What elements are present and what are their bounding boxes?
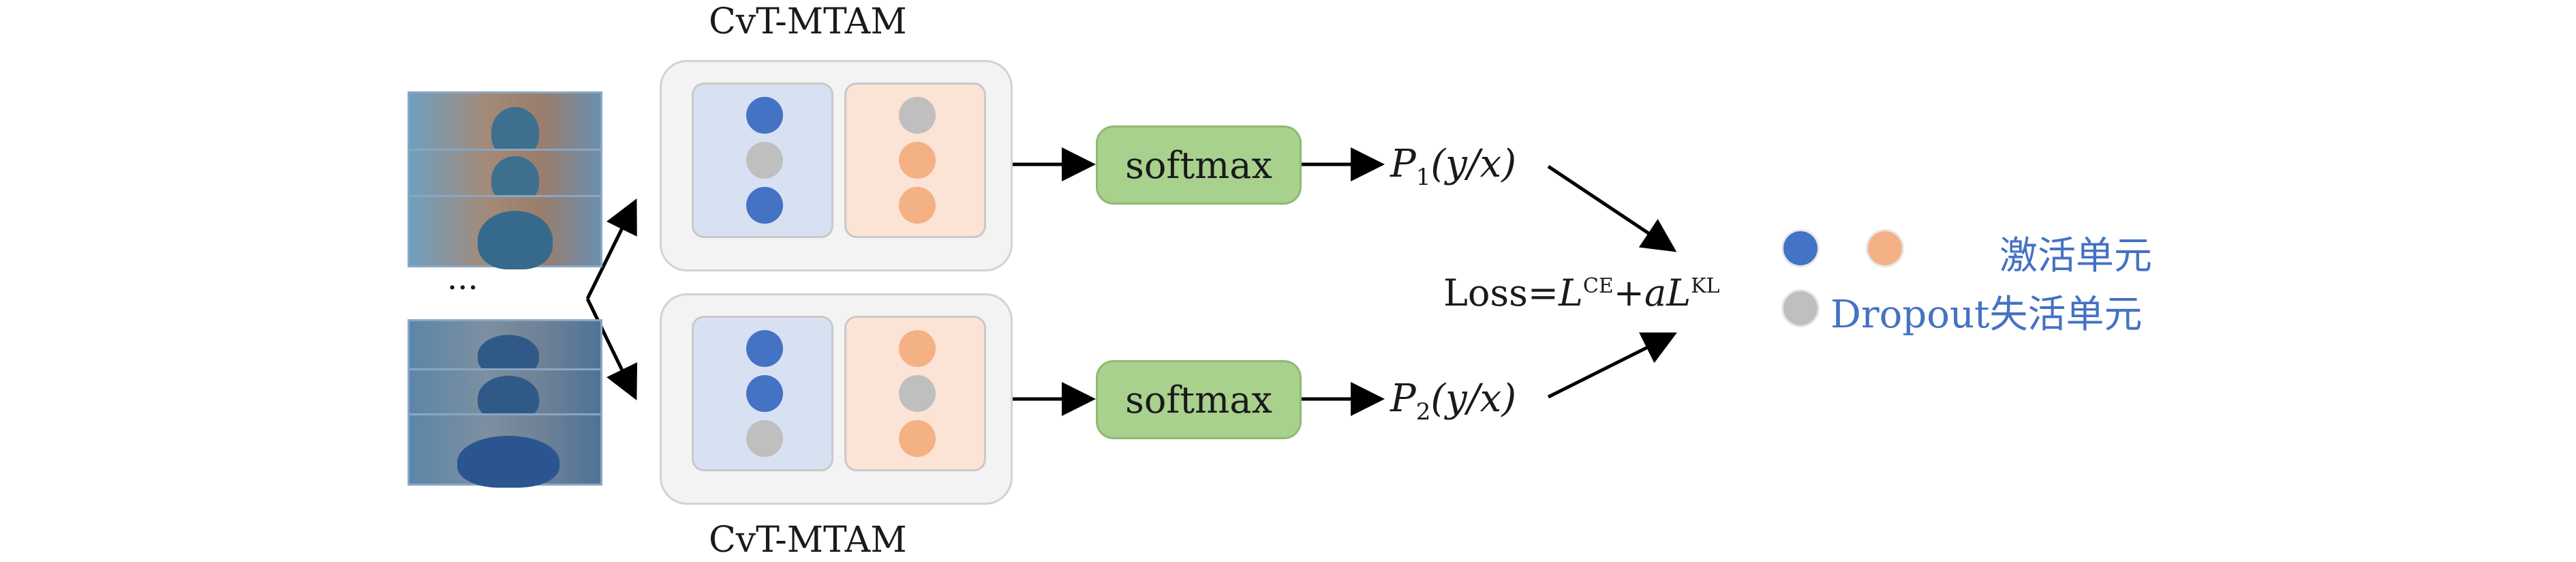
active-unit [746,97,783,134]
loss-term-symbol: L [1666,271,1691,314]
prob-argument: (y/x) [1430,142,1517,186]
prob-output-bottom: P2(y/x) [1390,376,1516,426]
loss-kl-superscript: KL [1691,274,1720,298]
unit-column-blue [692,83,833,238]
prob-to-loss-arrow-bottom [1547,332,1677,399]
frames-ellipsis: ··· [447,269,478,307]
active-unit [746,187,783,224]
loss-prefix: Loss= [1443,271,1559,314]
video-frame [408,195,602,269]
legend-dropout-label: Dropout失活单元 [1830,293,2143,337]
branch-arrow-bottom [585,297,638,400]
video-frame [408,149,602,203]
dropout-unit [746,420,783,457]
legend-active-orange-dot [1866,229,1904,267]
active-unit [899,142,936,179]
softmax-label: softmax [1125,143,1272,187]
model-panel-top [660,60,1013,271]
prob-argument: (y/x) [1430,376,1517,421]
video-frame [408,91,602,156]
bottom-model-title: CvT-MTAM [709,520,907,561]
video-frame [408,413,602,488]
prob-subscript: 2 [1415,398,1431,426]
prob-symbol: P [1390,142,1416,186]
loss-term-symbol: L [1559,271,1583,314]
prob-to-loss-arrow-top [1547,164,1677,252]
top-model-title: CvT-MTAM [709,1,907,42]
unit-column-orange [844,83,986,238]
active-unit [899,420,936,457]
legend-dropout-dot [1781,289,1820,327]
legend-active-label: 激活单元 [1999,234,2152,278]
softmax-box-bottom: softmax [1096,360,1302,439]
loss-plus: + [1613,271,1645,314]
loss-ce-superscript: CE [1582,274,1614,298]
active-unit [746,330,783,367]
loss-weight: a [1644,271,1667,314]
branch-arrow-top [585,198,637,300]
softmax-label: softmax [1125,378,1272,422]
unit-column-orange [844,316,986,471]
video-frame [408,319,602,376]
dropout-unit [899,97,936,134]
dropout-unit [899,375,936,412]
active-unit [899,187,936,224]
active-unit [746,375,783,412]
loss-formula: Loss=LCE+aLKL [1443,271,1719,314]
prob-subscript: 1 [1415,164,1431,192]
unit-column-blue [692,316,833,471]
softmax-box-top: softmax [1096,125,1302,205]
video-frame [408,368,602,421]
prob-symbol: P [1390,376,1416,421]
dropout-unit [746,142,783,179]
active-unit [899,330,936,367]
model-panel-bottom [660,293,1013,505]
legend-active-blue-dot [1781,229,1820,267]
prob-output-top: P1(y/x) [1390,142,1516,191]
